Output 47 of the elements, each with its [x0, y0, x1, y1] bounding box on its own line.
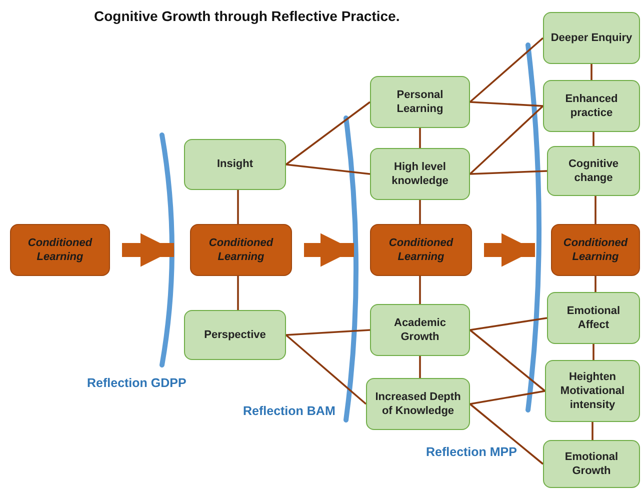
connector-line: [419, 128, 421, 148]
connector-line: [470, 170, 548, 175]
process-box: Increased Depth of Knowledge: [366, 378, 470, 430]
connector-line: [469, 329, 546, 392]
connector-line: [285, 101, 371, 166]
diagram-title: Cognitive Growth through Reflective Practice.: [94, 8, 400, 24]
connector-line: [592, 132, 594, 146]
connector-line: [237, 190, 239, 224]
connector-line: [594, 196, 596, 224]
connector-line: [469, 37, 544, 103]
block-arrow: [122, 233, 174, 267]
process-box: Deeper Enquiry: [543, 12, 640, 64]
core-box: Conditioned Learning: [370, 224, 472, 276]
process-box: Perspective: [184, 310, 286, 360]
connector-line: [419, 356, 421, 378]
connector-line: [590, 64, 592, 80]
reflection-label: Reflection BAM: [243, 404, 336, 418]
process-box: Insight: [184, 139, 286, 190]
reflection-label: Reflection MPP: [426, 445, 517, 459]
connector-line: [286, 329, 370, 336]
process-box: Enhanced practice: [543, 80, 640, 132]
connector-line: [470, 101, 544, 107]
connector-line: [286, 164, 370, 175]
connector-line: [237, 276, 239, 310]
connector-line: [592, 344, 594, 360]
process-box: Cognitive change: [547, 146, 640, 196]
connector-line: [469, 403, 544, 465]
process-box: Personal Learning: [370, 76, 470, 128]
core-box: Conditioned Learning: [10, 224, 110, 276]
process-box: High level knowledge: [370, 148, 470, 200]
process-box: Academic Growth: [370, 304, 470, 356]
connector-line: [419, 276, 421, 304]
block-arrow: [484, 233, 535, 267]
connector-line: [470, 317, 548, 331]
core-box: Conditioned Learning: [190, 224, 292, 276]
connector-line: [594, 276, 596, 292]
process-box: Emotional Growth: [543, 440, 640, 488]
process-box: Emotional Affect: [547, 292, 640, 344]
process-box: Heighten Motivational intensity: [545, 360, 640, 422]
connector-line: [592, 422, 594, 440]
connector-line: [419, 200, 421, 224]
reflection-label: Reflection GDPP: [87, 376, 186, 390]
connector-line: [285, 334, 367, 405]
core-box: Conditioned Learning: [551, 224, 640, 276]
connector-line: [470, 390, 546, 405]
connector-line: [469, 105, 544, 175]
block-arrow: [304, 233, 354, 267]
